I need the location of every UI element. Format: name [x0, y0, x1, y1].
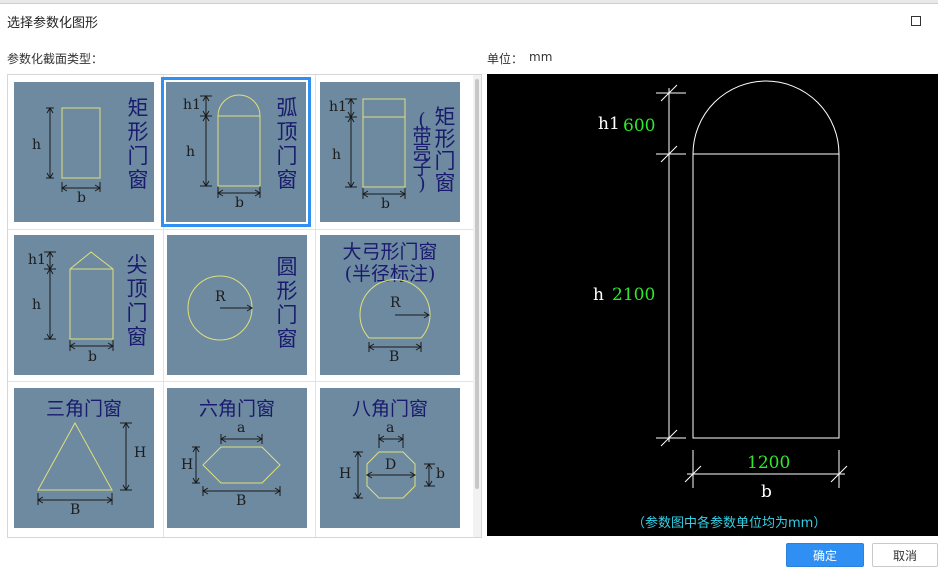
tile-octagon-window[interactable]: 八角门窗 a D H b	[320, 388, 460, 528]
tile-caption: 弧顶门窗	[276, 96, 298, 192]
cancel-button[interactable]: 取消	[872, 543, 938, 567]
dim-label: b	[77, 190, 86, 206]
tile-large-arc-window[interactable]: 大弓形门窗(半径标注) R B	[320, 235, 460, 375]
dim-label: a	[386, 420, 395, 436]
dim-label: B	[389, 349, 400, 365]
h-label: h	[593, 285, 604, 305]
tile-caption: 大弓形门窗(半径标注)	[342, 241, 438, 285]
tile-caption: 三角门窗	[45, 398, 122, 420]
scrollbar-thumb[interactable]	[475, 79, 479, 489]
dim-label: h1	[329, 99, 347, 115]
background-window-strip	[0, 0, 938, 4]
tile-rect-door-window[interactable]: h b 矩形门窗	[14, 82, 154, 222]
dim-label: H	[339, 466, 352, 482]
dim-label: b	[235, 195, 244, 211]
tile-caption: 六角门窗	[198, 398, 275, 420]
dim-label: R	[215, 289, 226, 305]
dim-label: h	[186, 144, 196, 160]
dim-label: b	[88, 349, 97, 365]
tile-triangle-window[interactable]: 三角门窗 H B	[14, 388, 154, 528]
unit-value: mm	[529, 50, 553, 64]
dim-label: b	[381, 196, 390, 212]
ok-button[interactable]: 确定	[786, 543, 864, 567]
tile-rect-door-window-transom[interactable]: h1 h b (带亮子) 矩形门窗	[320, 82, 460, 222]
grid-divider	[315, 75, 316, 537]
dim-label: h1	[28, 252, 46, 268]
dim-label: a	[237, 420, 246, 436]
h1-value: 600	[623, 116, 656, 136]
dim-label: H	[181, 457, 194, 473]
tile-caption: 八角门窗	[351, 398, 428, 420]
maximize-icon[interactable]	[911, 16, 921, 26]
section-label: 参数化截面类型：	[7, 52, 104, 66]
dim-label: h1	[183, 97, 201, 113]
tile-caption: 矩形门窗	[127, 96, 149, 192]
dim-label: h	[32, 137, 42, 153]
unit-label: 单位：	[487, 52, 524, 66]
tile-hexagon-window[interactable]: 六角门窗 a H B	[167, 388, 307, 528]
tile-caption-bracket: (带亮子)	[412, 109, 432, 195]
shape-gallery: h b 矩形门窗 h1 h b 弧顶门窗	[7, 74, 482, 538]
b-value: 1200	[747, 453, 791, 473]
grid-divider	[8, 229, 473, 230]
dim-label: h	[332, 147, 342, 163]
dim-label: B	[70, 502, 81, 518]
dim-label: h	[32, 297, 42, 313]
tile-arched-door-window[interactable]: h1 h b 弧顶门窗	[166, 82, 306, 222]
h1-label: h1	[598, 114, 620, 134]
grid-divider	[8, 381, 473, 382]
b-label: b	[761, 482, 772, 502]
grid-divider	[163, 75, 164, 537]
h-value: 2100	[612, 285, 656, 305]
tile-caption: 矩形门窗	[434, 105, 456, 195]
unit-note: （参数图中各参数单位均为mm）	[632, 516, 827, 531]
tile-caption: 尖顶门窗	[126, 253, 148, 349]
dim-label: H	[134, 445, 147, 461]
tile-pointed-door-window[interactable]: h1 h b 尖顶门窗	[14, 235, 154, 375]
dim-label: D	[385, 457, 397, 473]
dim-label: b	[436, 466, 445, 482]
dim-label: B	[236, 493, 247, 509]
parameter-preview: h1 600 h 2100 1200 b （参数图中各参数单位均为mm）	[487, 74, 938, 536]
dim-label: R	[390, 295, 401, 311]
gallery-scrollbar[interactable]	[473, 75, 481, 537]
dialog-title: 选择参数化图形	[7, 16, 99, 31]
tile-circle-window[interactable]: R 圆形门窗	[167, 235, 307, 375]
tile-caption: 圆形门窗	[276, 255, 298, 351]
